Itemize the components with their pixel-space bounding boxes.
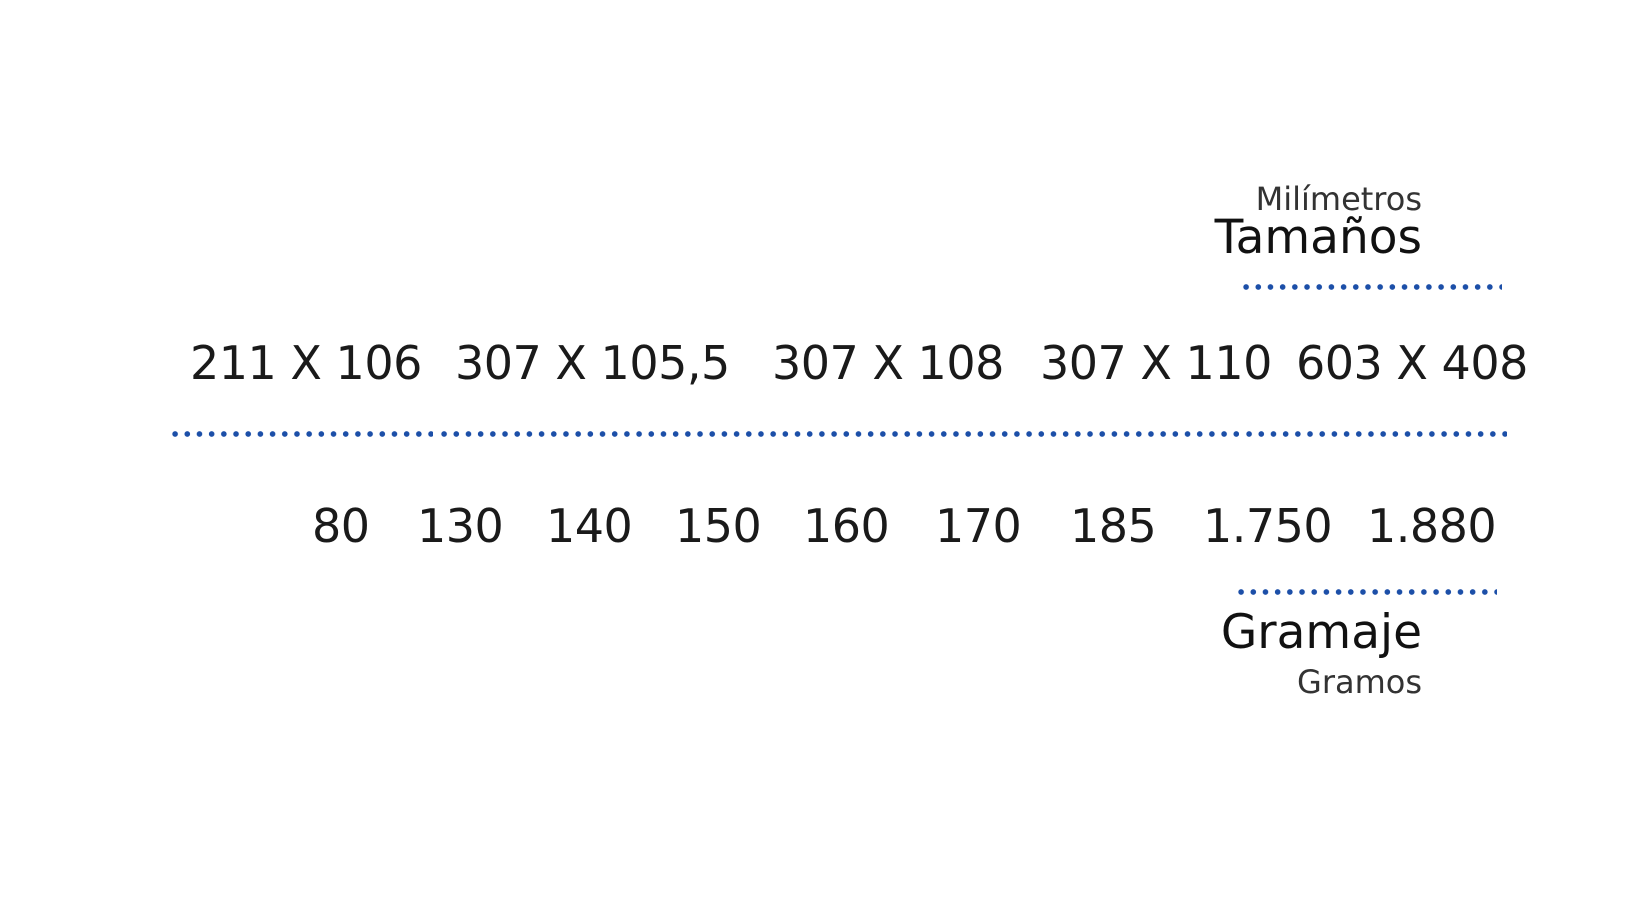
sizes-title-divider — [1240, 284, 1502, 290]
size-value-2: 307 X 105,5 — [455, 336, 730, 390]
size-value-5: 603 X 408 — [1296, 336, 1528, 390]
divider-segment-3 — [1243, 431, 1507, 437]
weights-title-divider — [1235, 589, 1497, 595]
weight-value-1: 80 — [312, 499, 370, 553]
weight-value-8: 1.750 — [1203, 499, 1333, 553]
weight-value-5: 160 — [803, 499, 890, 553]
weight-value-6: 170 — [935, 499, 1022, 553]
weights-unit-label: Gramos — [1297, 663, 1422, 701]
divider-segment-2 — [438, 431, 1239, 437]
size-value-3: 307 X 108 — [772, 336, 1004, 390]
weights-title: Gramaje — [1220, 605, 1422, 660]
size-value-4: 307 X 110 — [1040, 336, 1272, 390]
sizes-title: Tamaños — [1214, 210, 1422, 265]
divider-segment-1 — [169, 431, 433, 437]
weight-value-2: 130 — [417, 499, 504, 553]
size-value-1: 211 X 106 — [190, 336, 422, 390]
sizes-unit-label: Milímetros — [1255, 180, 1422, 218]
weight-value-7: 185 — [1070, 499, 1157, 553]
weight-value-4: 150 — [675, 499, 762, 553]
weight-value-9: 1.880 — [1367, 499, 1497, 553]
weight-value-3: 140 — [546, 499, 633, 553]
